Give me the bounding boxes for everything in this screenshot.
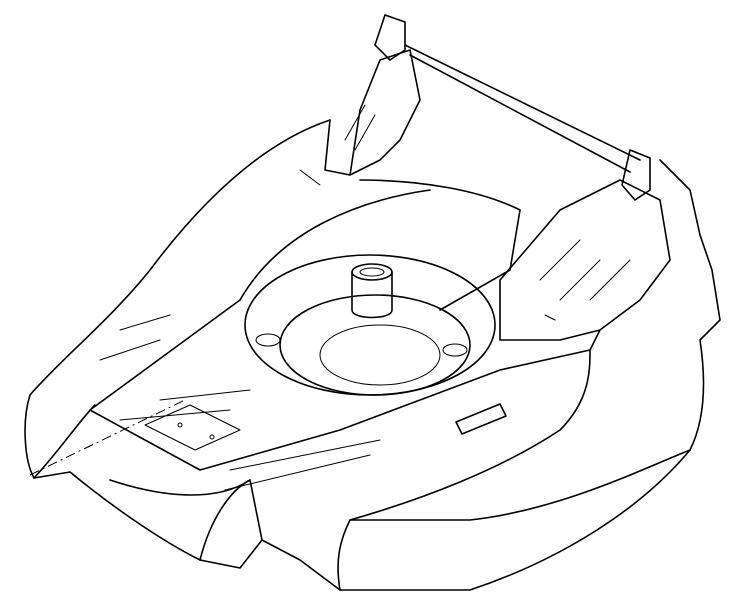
left-rear-bracket: [299, 49, 421, 186]
motor-hub: [351, 263, 393, 319]
deck-outer-outline: [24, 119, 721, 591]
label-plate: [144, 404, 241, 451]
rating-label-icon: [455, 403, 507, 435]
right-rear-bracket: [499, 179, 671, 341]
cutting-chamber-bowl: [244, 254, 496, 396]
deck-top-surface: [89, 179, 601, 521]
mounting-bosses: [255, 333, 468, 357]
center-line: [29, 399, 186, 476]
